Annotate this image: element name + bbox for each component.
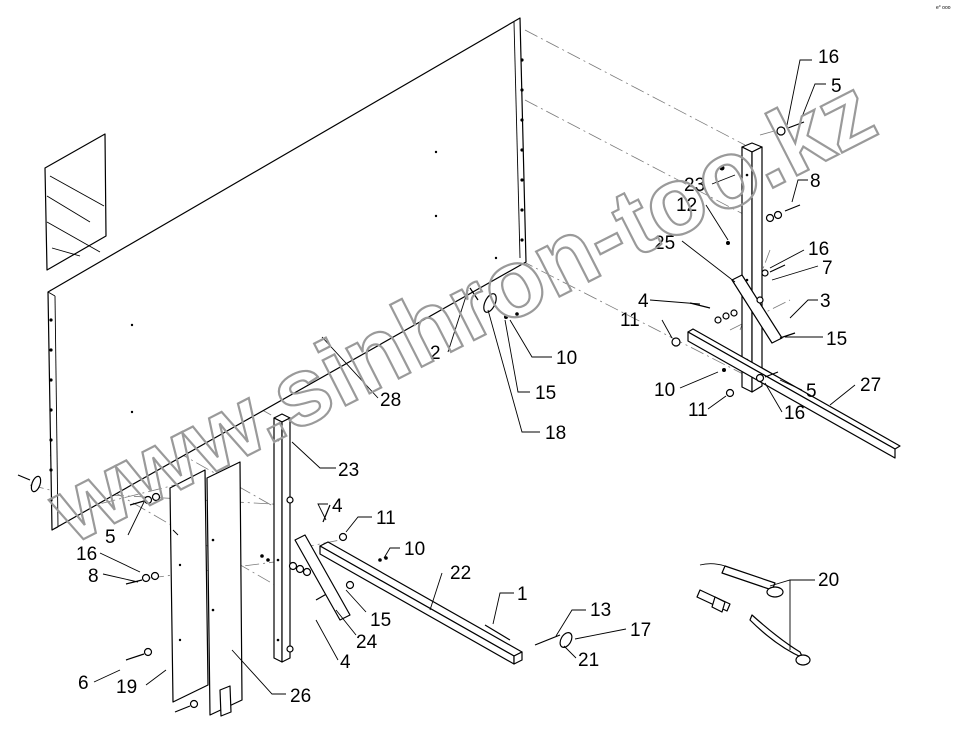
callout-5: 5: [105, 527, 116, 548]
callout-25: 25: [654, 233, 675, 254]
callout-16: 16: [818, 47, 839, 68]
callout-21: 21: [578, 650, 599, 671]
callout-10: 10: [654, 380, 675, 401]
callout-22: 22: [450, 563, 471, 584]
callout-13: 13: [590, 600, 611, 621]
callout-5: 5: [831, 76, 842, 97]
right-brace-25: [731, 274, 783, 344]
callout-15: 15: [826, 329, 847, 350]
right-hardware: [671, 121, 805, 398]
left-post-23: [273, 413, 294, 663]
left-bar-22: [319, 541, 523, 665]
callout-24: 24: [356, 632, 378, 653]
pin-parts: [484, 624, 573, 648]
callout-18: 18: [545, 423, 566, 444]
callout-6: 6: [78, 673, 89, 694]
leader-lines: [93, 59, 856, 695]
callout-15: 15: [535, 383, 556, 404]
left-hardware: [17, 474, 388, 713]
callout-8: 8: [810, 171, 821, 192]
callout-23: 23: [338, 460, 359, 481]
callout-7: 7: [822, 258, 833, 279]
rear-panel-28: [47, 17, 527, 531]
center-hardware: [469, 287, 519, 319]
callout-11: 11: [688, 400, 708, 421]
callout-labels: 16 5 23 8 12 25 16 7 3 4 11 15 2 10 15 1…: [76, 47, 881, 707]
callout-16: 16: [76, 544, 97, 565]
callout-20: 20: [818, 570, 839, 591]
right-bar-27: [687, 328, 901, 459]
corner-mark: e° ooo: [936, 5, 951, 11]
callout-2: 2: [430, 343, 441, 364]
callout-16: 16: [808, 239, 829, 260]
callout-11: 11: [376, 508, 396, 529]
callout-10: 10: [404, 539, 425, 560]
callout-4: 4: [638, 291, 649, 312]
callout-3: 3: [820, 291, 831, 312]
right-post-23: [741, 142, 763, 393]
callout-23: 23: [684, 175, 705, 196]
side-plate: [44, 133, 107, 271]
callout-8: 8: [88, 566, 99, 587]
left-brace-24: [294, 534, 351, 621]
strap-assembly-20: [696, 563, 811, 666]
callout-28: 28: [380, 390, 401, 411]
callout-15: 15: [370, 610, 391, 631]
side-panel-19: [169, 469, 209, 703]
callout-12: 12: [676, 195, 697, 216]
callout-4: 4: [340, 652, 351, 673]
callout-17: 17: [630, 620, 651, 641]
callout-27: 27: [860, 375, 881, 396]
callout-19: 19: [116, 677, 137, 698]
callout-16: 16: [784, 403, 805, 424]
callout-4: 4: [332, 496, 343, 517]
side-panel-26: [206, 461, 243, 717]
callout-10: 10: [556, 348, 577, 369]
callout-26: 26: [290, 686, 311, 707]
callout-1: 1: [517, 584, 528, 605]
callout-5: 5: [806, 381, 817, 402]
callout-11: 11: [620, 310, 640, 331]
